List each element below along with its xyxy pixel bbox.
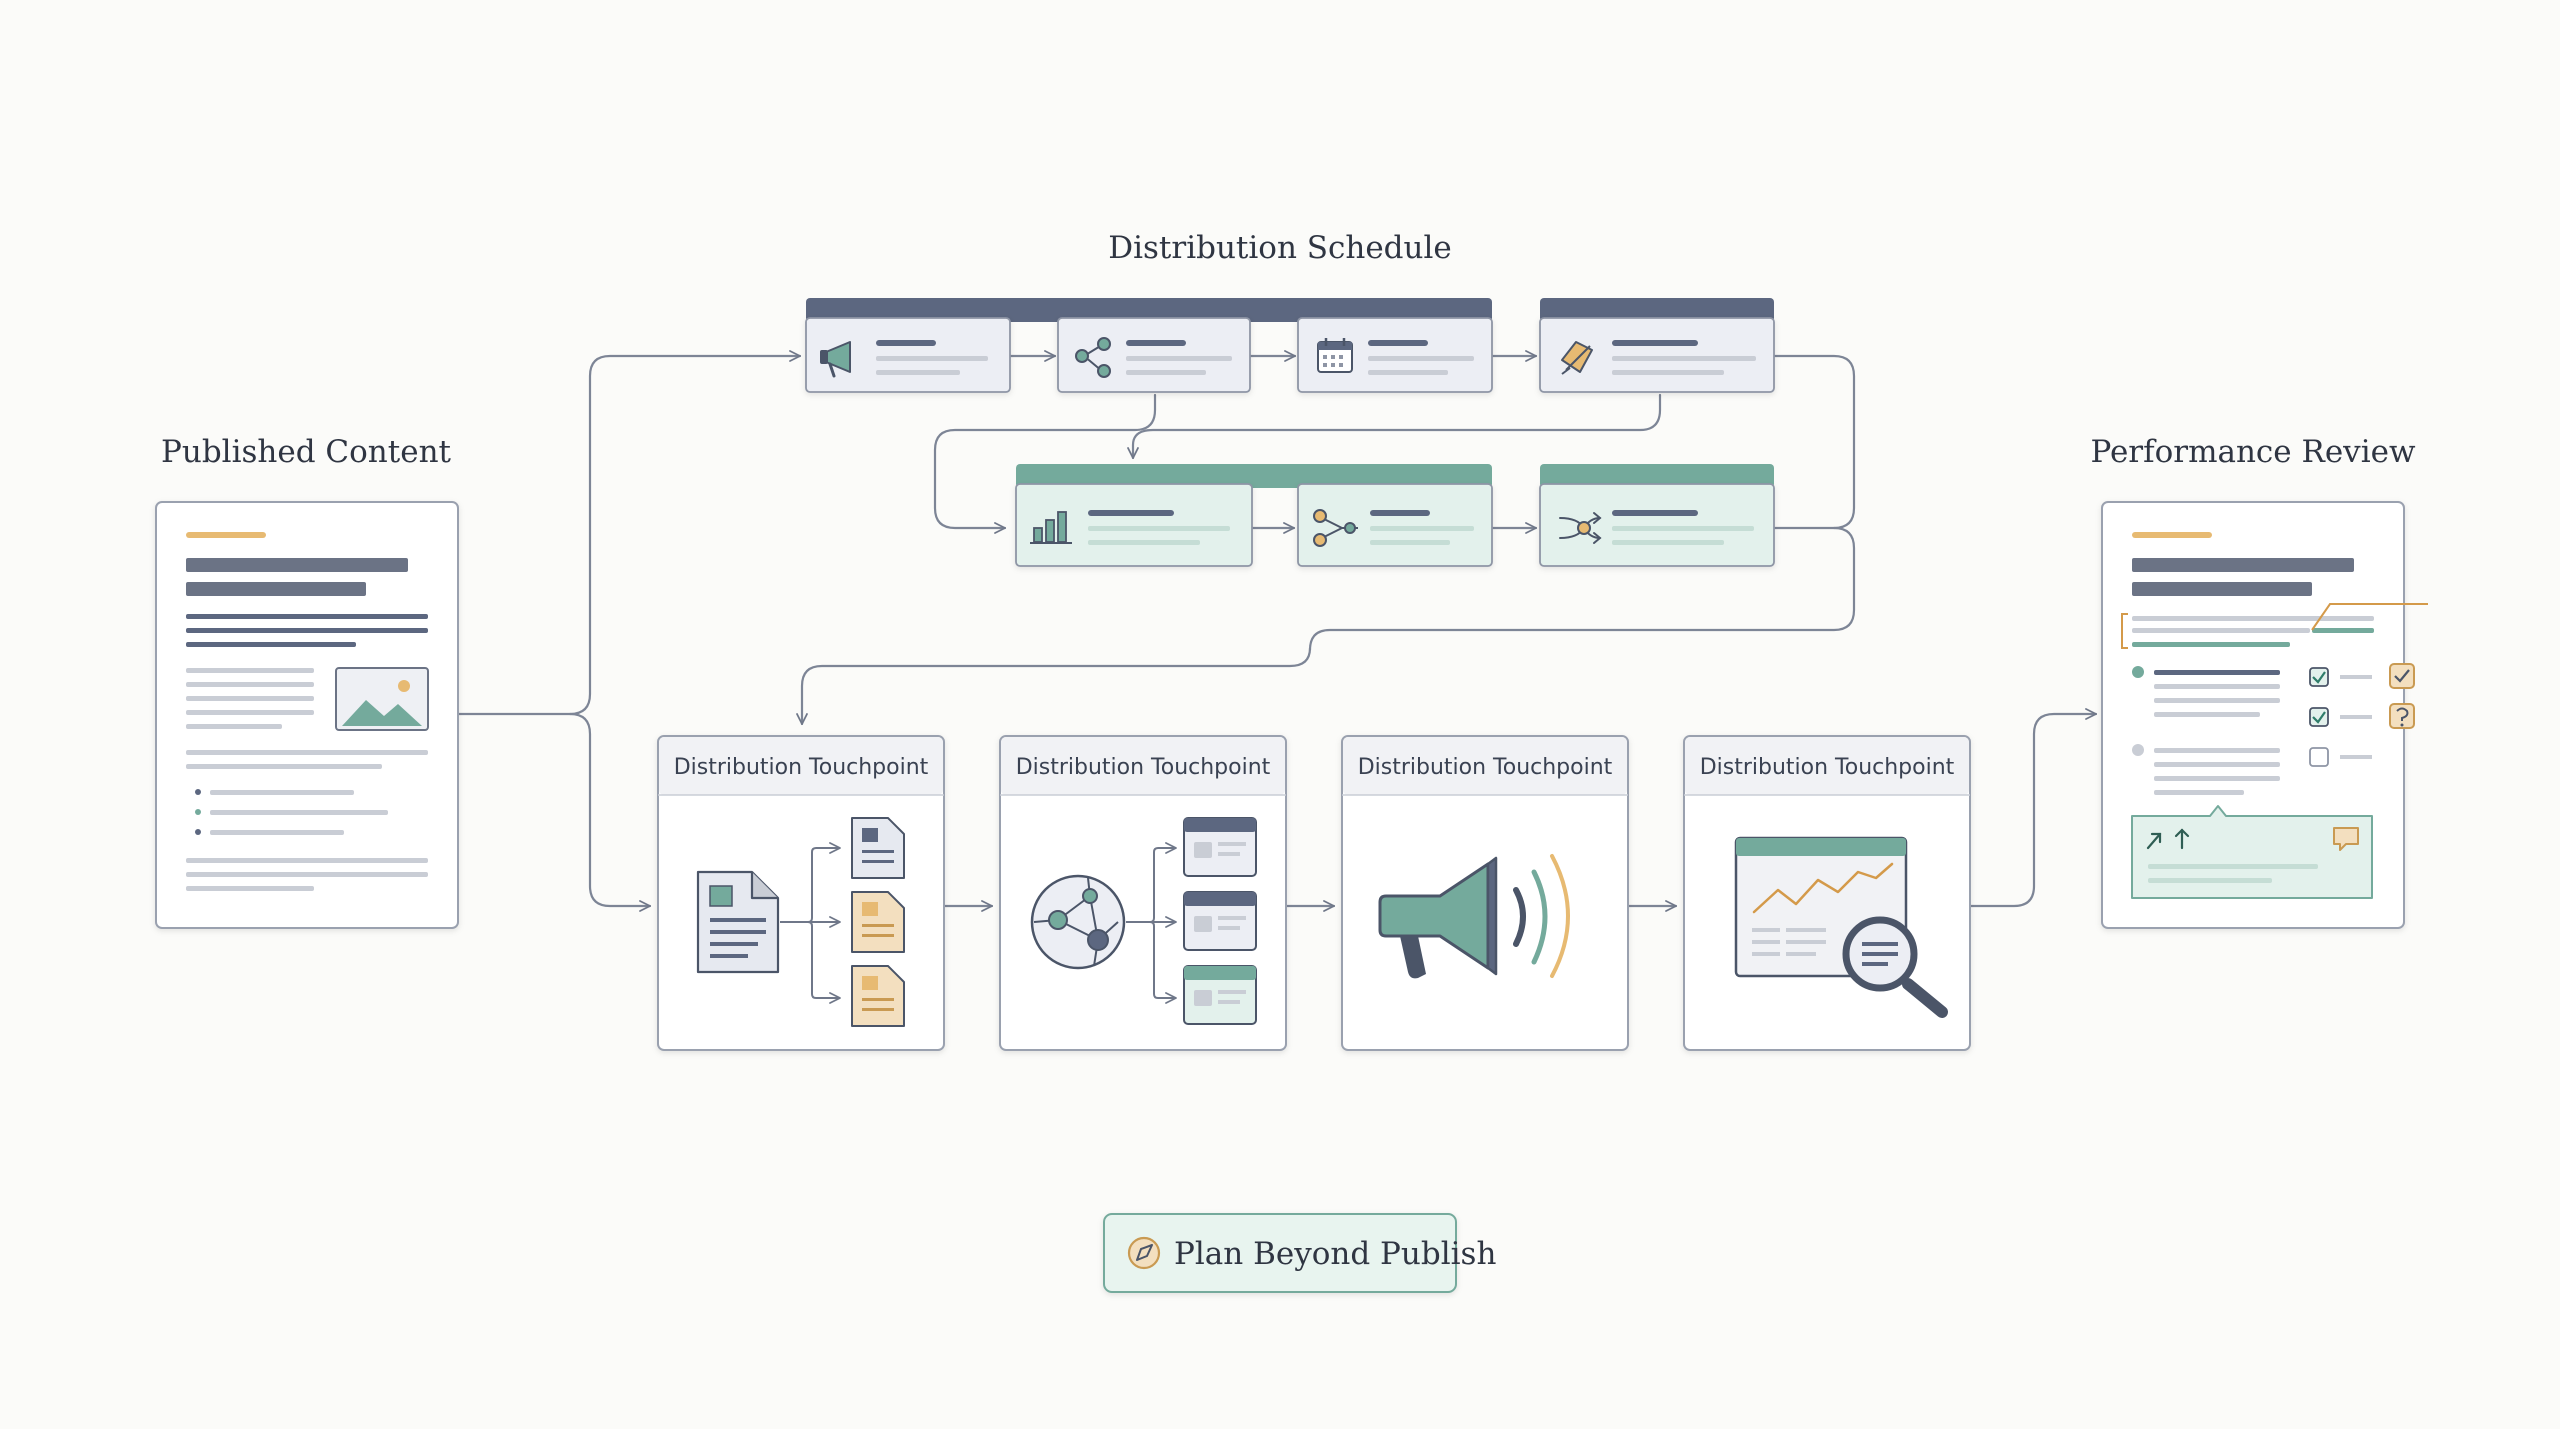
touchpoint-3-label: Distribution Touchpoint xyxy=(1358,755,1613,780)
touchpoint-card-2: Distribution Touchpoint xyxy=(999,735,1287,1051)
network-globe-icon xyxy=(1030,874,1126,970)
share-icon xyxy=(1075,337,1111,378)
connector-row1-right xyxy=(1772,354,1856,530)
review-title: Performance Review xyxy=(2091,434,2416,470)
bar-chart-icon xyxy=(1030,511,1072,544)
schedule-card-pencil-note xyxy=(1539,317,1775,393)
schedule-card-calendar xyxy=(1297,317,1493,393)
schedule-card-share xyxy=(1057,317,1251,393)
published-content-document xyxy=(155,501,459,929)
document-small-icon xyxy=(851,965,905,1027)
performance-review-document xyxy=(2101,501,2428,929)
schedule-row-2 xyxy=(1015,464,1775,567)
window-small-icon xyxy=(1183,817,1257,877)
plan-beyond-publish-pill: Plan Beyond Publish xyxy=(1103,1213,1496,1293)
shuffle-icon xyxy=(1559,512,1602,544)
annotation-leader xyxy=(2311,603,2428,631)
comment-icon xyxy=(2333,827,2359,851)
compass-icon xyxy=(1127,1236,1161,1270)
connectors xyxy=(457,350,2098,912)
window-small-icon xyxy=(1183,965,1257,1025)
calendar-icon xyxy=(1317,338,1353,373)
image-placeholder-icon xyxy=(335,667,429,731)
connector-t4-to-review xyxy=(1968,708,2098,908)
footer-pill-label: Plan Beyond Publish xyxy=(1174,1236,1496,1272)
document-small-icon xyxy=(851,891,905,953)
trend-arrows-icon xyxy=(2146,828,2190,850)
insight-callout xyxy=(2131,805,2373,899)
touchpoint-4-label: Distribution Touchpoint xyxy=(1700,755,1955,780)
touchpoint-card-1: Distribution Touchpoint xyxy=(657,735,945,1051)
analytics-search-icon xyxy=(1734,836,1948,1018)
connector-published-to-schedule xyxy=(457,350,802,716)
schedule-card-bar-chart xyxy=(1015,483,1253,567)
checkbox-checked-icon xyxy=(2309,667,2372,687)
touchpoint-1-label: Distribution Touchpoint xyxy=(674,755,929,780)
schedule-card-megaphone xyxy=(805,317,1011,393)
checkbox-checked-icon xyxy=(2309,707,2372,727)
branch-icon xyxy=(1313,509,1358,547)
schedule-card-shuffle xyxy=(1539,483,1775,567)
window-small-icon xyxy=(1183,891,1257,951)
document-split-icon xyxy=(696,817,905,1027)
connector-row1-loop xyxy=(933,393,1157,534)
touchpoint-2-label: Distribution Touchpoint xyxy=(1016,755,1271,780)
pencil-note-icon xyxy=(1561,341,1593,375)
checkbox-empty-icon xyxy=(2309,747,2372,767)
schedule-title: Distribution Schedule xyxy=(1108,230,1452,266)
check-badge-icon xyxy=(2389,663,2415,689)
connector-published-to-touchpoint-1 xyxy=(568,712,652,912)
loud-megaphone-icon xyxy=(1378,854,1570,979)
published-title: Published Content xyxy=(161,434,452,470)
touchpoint-card-4: Distribution Touchpoint xyxy=(1683,735,1971,1051)
connector-s4-to-row2 xyxy=(1127,393,1662,460)
schedule-card-branch xyxy=(1297,483,1493,567)
document-small-icon xyxy=(851,817,905,879)
schedule-row-1 xyxy=(805,298,1775,393)
connector-row2-to-touchpoints xyxy=(796,526,1856,726)
touchpoint-card-3: Distribution Touchpoint xyxy=(1341,735,1629,1051)
megaphone-icon xyxy=(820,341,851,378)
question-badge-icon xyxy=(2389,703,2415,729)
